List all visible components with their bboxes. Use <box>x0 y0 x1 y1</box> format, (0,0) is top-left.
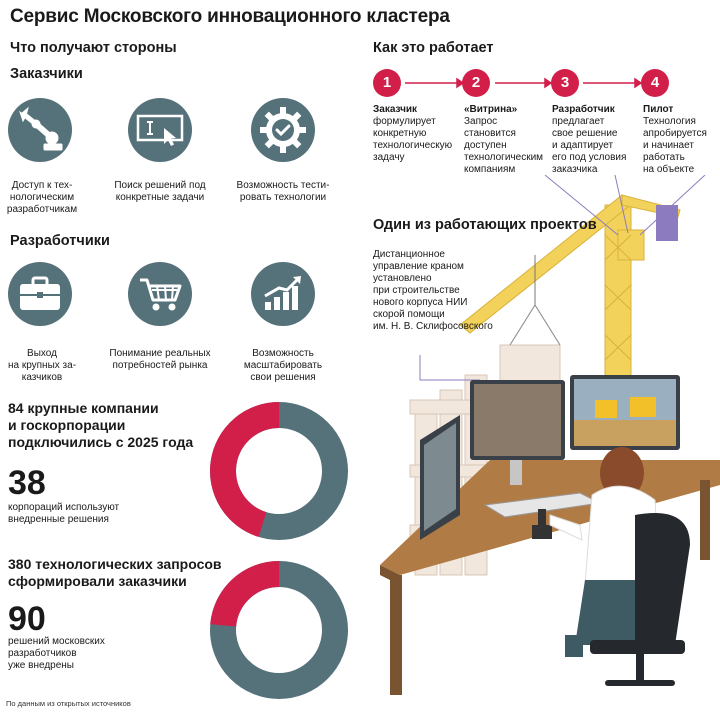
customers-heading: Заказчики <box>10 66 83 82</box>
steps-connector <box>405 77 643 89</box>
crane-operator-illustration <box>380 175 720 695</box>
step-4-number: 4 <box>641 69 669 97</box>
requests-donut <box>210 561 348 699</box>
step-2-number: 2 <box>462 69 490 97</box>
benefit-caption-test: Возможность тести-ровать технологии <box>236 180 330 203</box>
briefcase-icon <box>8 262 72 326</box>
shopping-cart-icon <box>128 262 192 326</box>
source-footnote: По данным из открытых источников <box>6 699 131 708</box>
companies-big-number: 38 <box>8 464 46 502</box>
requests-donut-part <box>210 561 280 628</box>
page-title: Сервис Московского инновационного класте… <box>10 6 450 27</box>
gear-check-icon <box>251 98 315 162</box>
requests-big-number: 90 <box>8 600 46 638</box>
companies-donut-part <box>210 402 280 537</box>
developers-heading: Разработчики <box>10 233 110 249</box>
robot-arm-icon <box>8 98 72 162</box>
project-heading: Один из работающих проектов <box>373 217 597 233</box>
benefits-heading: Что получают стороны <box>10 40 177 56</box>
step-1-number: 1 <box>373 69 401 97</box>
companies-donut <box>210 402 348 540</box>
growth-chart-icon <box>251 262 315 326</box>
search-window-icon <box>128 98 192 162</box>
step-3-number: 3 <box>551 69 579 97</box>
how-heading: Как это работает <box>373 40 494 56</box>
